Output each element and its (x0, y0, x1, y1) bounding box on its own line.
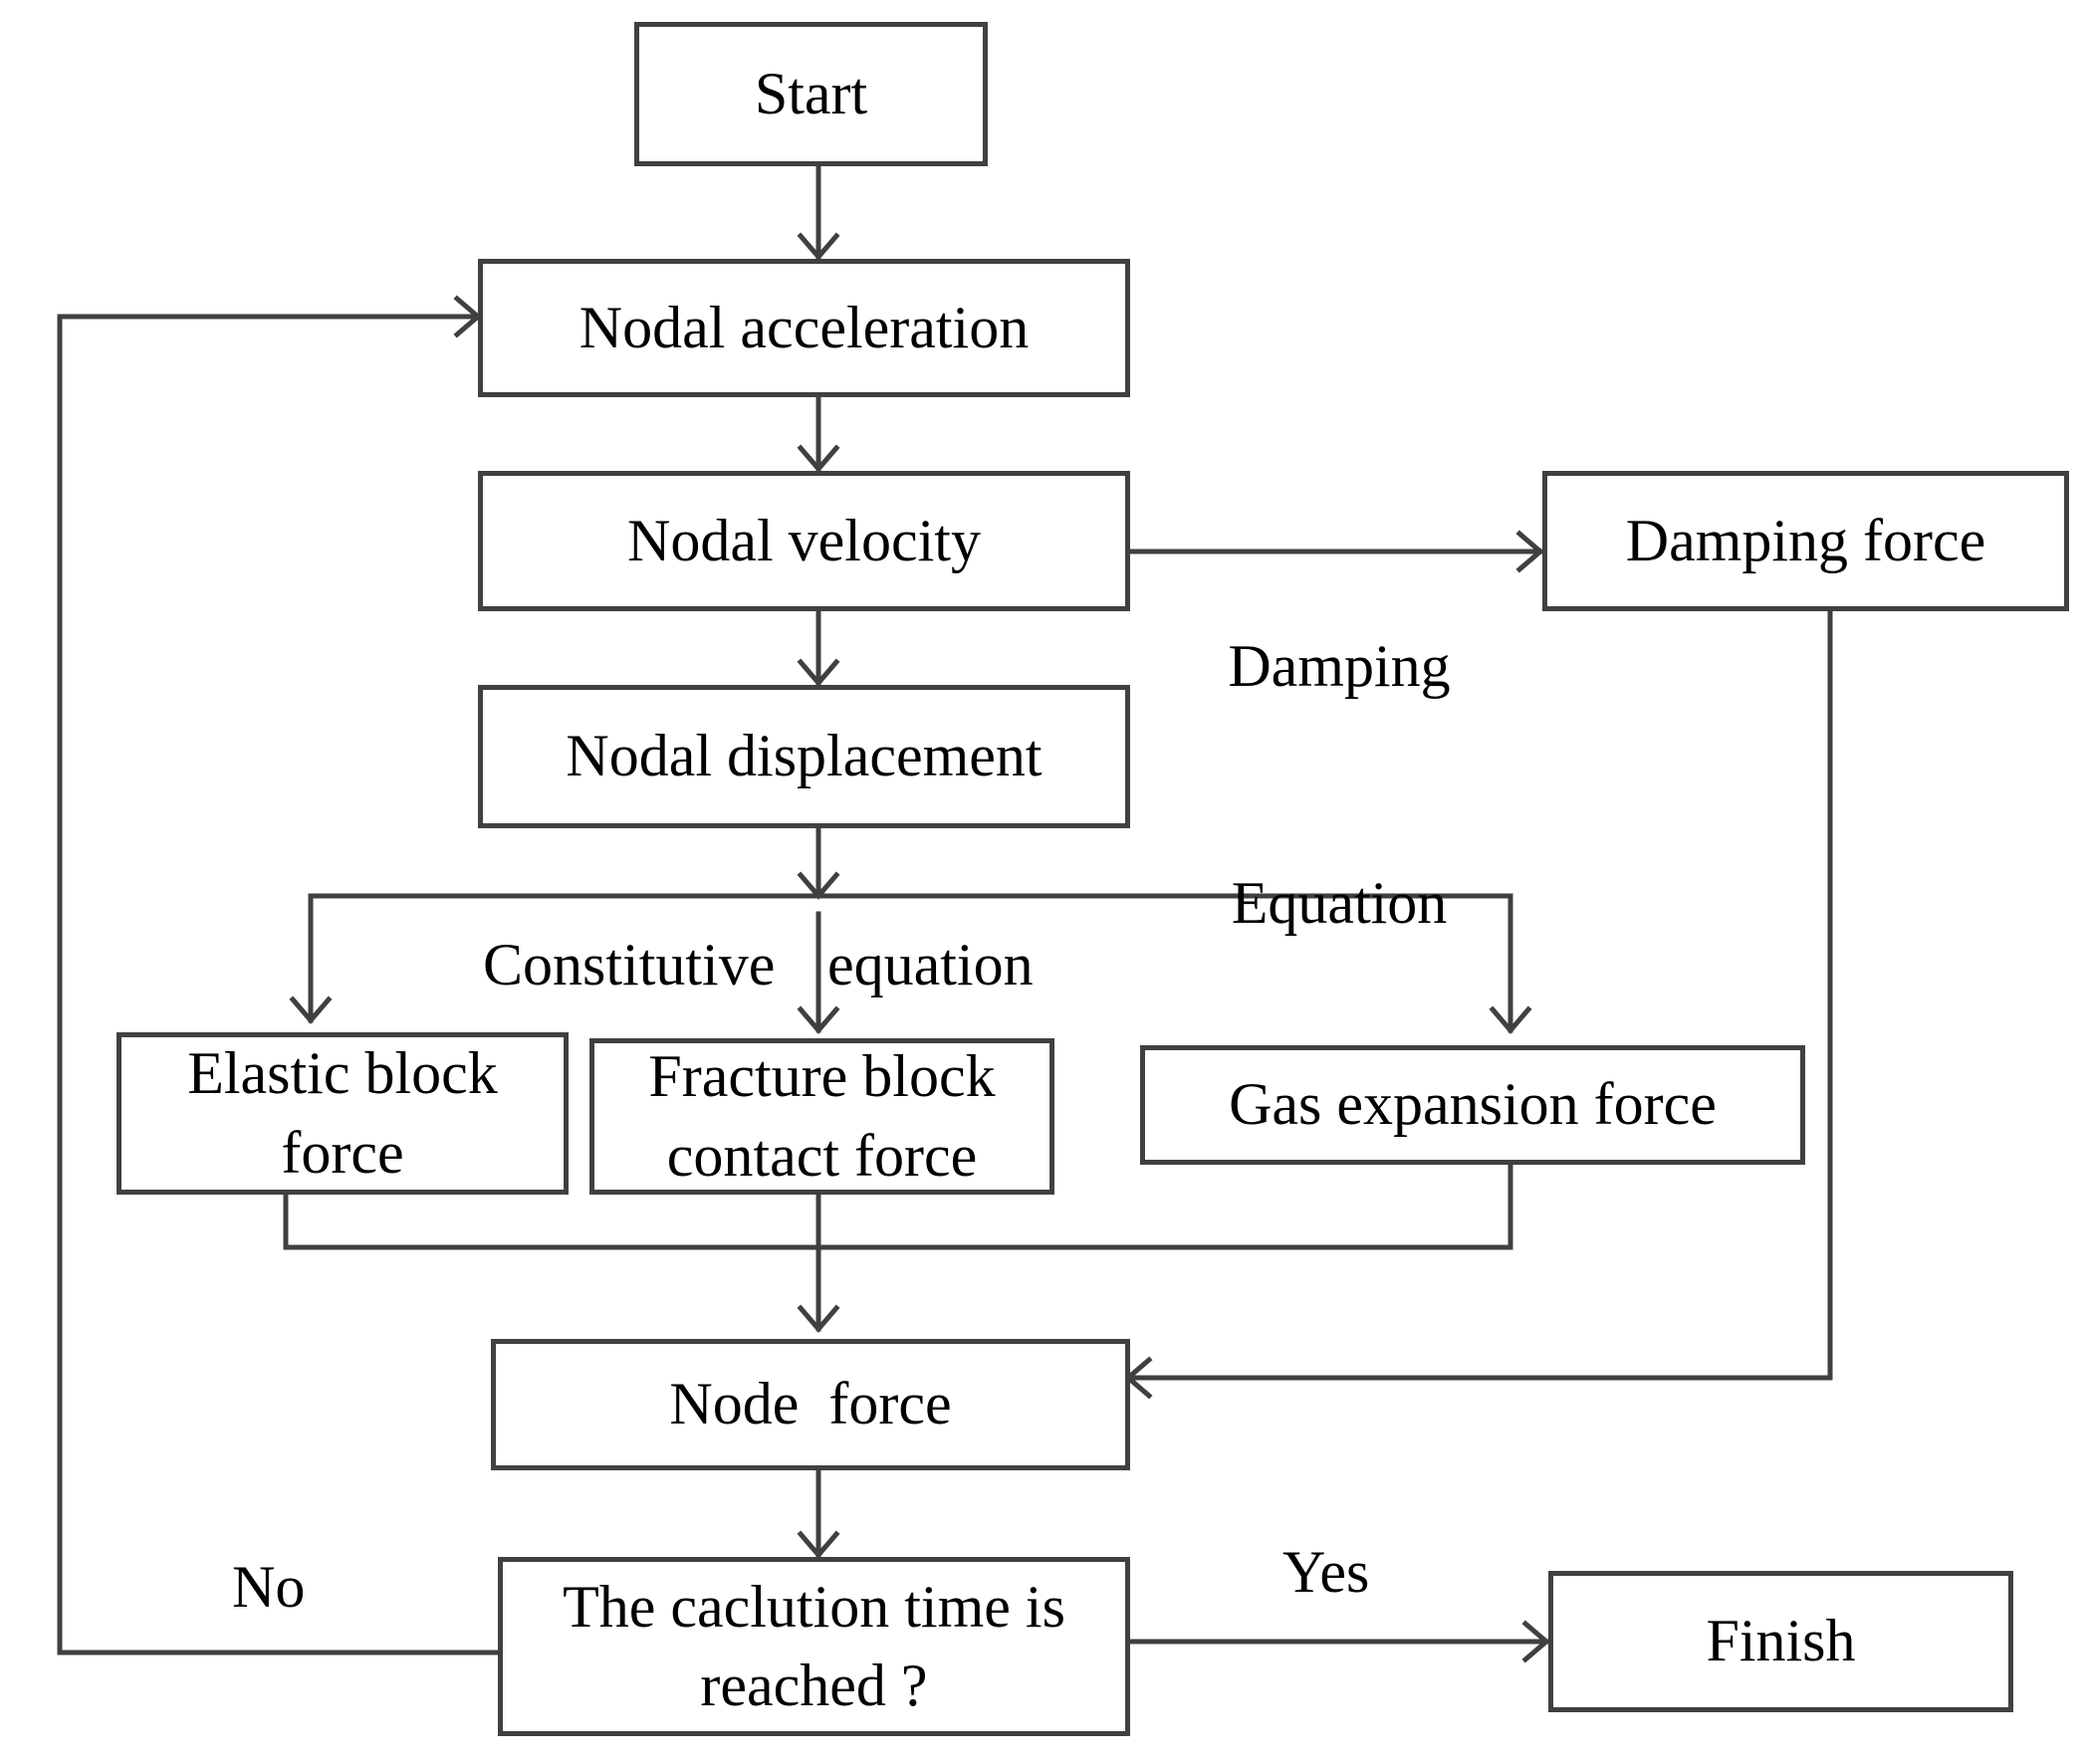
constitutive-label: Constitutive (483, 932, 776, 997)
fracture-block-contact-force-box: Fracture block contact force (589, 1038, 1054, 1195)
start-label: Start (754, 60, 868, 126)
calculation-check-line2: reached ? (700, 1653, 928, 1718)
damping-equation-line1: Damping (1228, 633, 1451, 700)
finish-box: Finish (1548, 1571, 2013, 1712)
nodal-acceleration-label: Nodal acceleration (579, 294, 1030, 360)
arrowhead (1521, 1620, 1550, 1663)
gas-expansion-force-box: Gas expansion force (1140, 1045, 1805, 1165)
no-label: No (232, 1554, 306, 1620)
nodal-acceleration-box: Nodal acceleration (478, 259, 1130, 397)
calculation-check-line1: The caclution time is (563, 1573, 1065, 1640)
arrowhead (797, 1530, 840, 1559)
nodal-velocity-label: Nodal velocity (627, 507, 981, 573)
arrowhead (797, 232, 840, 261)
elastic-block-force-line2: force (281, 1119, 404, 1186)
nodal-velocity-box: Nodal velocity (478, 471, 1130, 611)
damping-force-box: Damping force (1542, 471, 2069, 611)
fracture-block-contact-force-line2: contact force (666, 1122, 978, 1189)
arrow-damping-to-node-force (1125, 608, 1833, 1381)
damping-equation-label: Damping Equation (1205, 470, 1474, 1101)
arrowhead (1515, 530, 1544, 573)
nodal-displacement-box: Nodal displacement (478, 685, 1130, 828)
node-force-box: Node force (491, 1339, 1130, 1470)
start-box: Start (634, 22, 988, 166)
arrowhead (1489, 1005, 1532, 1034)
nodal-displacement-label: Nodal displacement (566, 723, 1043, 789)
damping-force-label: Damping force (1625, 507, 1986, 573)
calculation-check-box: The caclution time is reached ? (498, 1557, 1130, 1736)
arrowhead (797, 1005, 840, 1034)
arrowhead (797, 658, 840, 687)
gas-expansion-force-label: Gas expansion force (1229, 1071, 1717, 1138)
elastic-block-force-box: Elastic block force (116, 1032, 569, 1195)
arrowhead (289, 995, 333, 1024)
yes-label: Yes (1282, 1539, 1370, 1605)
damping-equation-line2: Equation (1231, 869, 1448, 936)
equation-label: equation (827, 932, 1034, 997)
finish-label: Finish (1706, 1608, 1856, 1674)
arrow-no-loop-back (57, 314, 501, 1655)
node-force-label: Node force (669, 1371, 952, 1437)
elastic-block-force-line1: Elastic block (187, 1040, 498, 1107)
arrowhead (797, 1304, 840, 1333)
fracture-block-contact-force-line1: Fracture block (648, 1043, 996, 1110)
arrowhead (797, 444, 840, 473)
